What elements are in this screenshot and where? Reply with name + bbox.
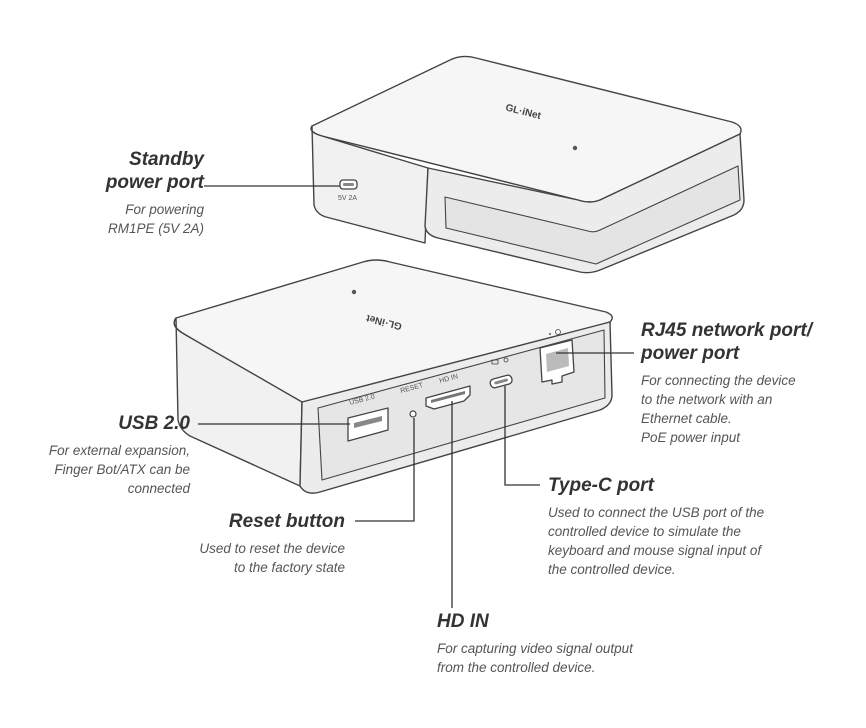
typec-description: Used to connect the USB port of the cont… bbox=[548, 505, 765, 577]
usb-title: USB 2.0 bbox=[118, 413, 190, 434]
hdmi-label: HD IN bbox=[439, 373, 459, 385]
hdin-description: For capturing video signal output from t… bbox=[437, 641, 633, 675]
typec-title: Type-C port bbox=[548, 475, 654, 496]
usb-description: For external expansion, Finger Bot/ATX c… bbox=[48, 443, 190, 496]
rj45-title: RJ45 network port/ power port bbox=[641, 320, 813, 364]
rear-power-label: 5V 2A bbox=[338, 195, 357, 202]
reset-callout: Reset button Used to reset the device to… bbox=[199, 510, 345, 577]
reset-description: Used to reset the device to the factory … bbox=[199, 541, 345, 575]
rj45-port-shape bbox=[539, 339, 575, 385]
hdmi-port-shape bbox=[425, 385, 471, 410]
typec-callout: Type-C port Used to connect the USB port… bbox=[548, 474, 764, 579]
standby-title: Standby power port bbox=[105, 149, 204, 193]
reset-leader-line bbox=[355, 418, 415, 522]
usb-callout: USB 2.0 For external expansion, Finger B… bbox=[49, 412, 190, 498]
standby-description: For powering RM1PE (5V 2A) bbox=[107, 202, 204, 236]
typec-leader-line bbox=[504, 386, 540, 486]
typec-port-shape bbox=[489, 374, 513, 389]
hdin-callout: HD IN For capturing video signal output … bbox=[437, 610, 633, 677]
rj45-callout: RJ45 network port/ power port For connec… bbox=[641, 319, 812, 447]
usb-port-shape bbox=[347, 407, 389, 442]
front-device: GL·iNet USB 2.0 RESET HD IN bbox=[173, 259, 613, 494]
rj45-description: For connecting the device to the network… bbox=[641, 373, 796, 445]
rear-device: GL·iNet 5V 2A bbox=[310, 55, 745, 274]
hdin-title: HD IN bbox=[437, 611, 489, 632]
standby-callout: Standby power port For powering RM1PE (5… bbox=[106, 148, 204, 238]
reset-title: Reset button bbox=[228, 511, 345, 532]
reset-hole-shape bbox=[409, 410, 417, 418]
standby-power-port-shape bbox=[339, 179, 358, 190]
